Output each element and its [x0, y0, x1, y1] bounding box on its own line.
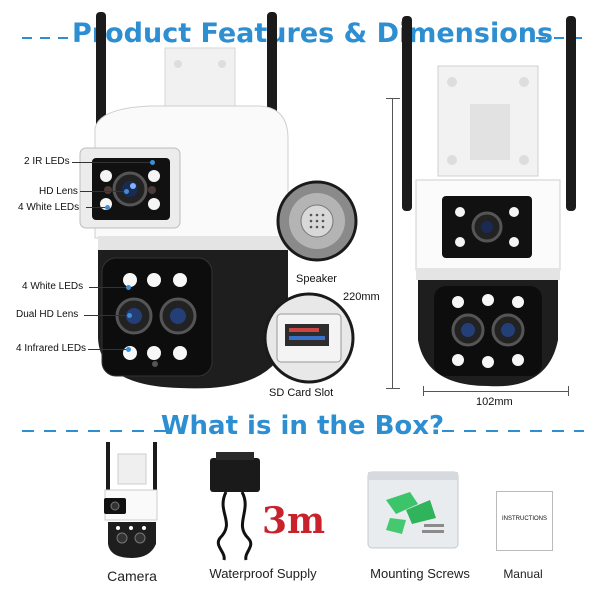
width-dimension-tick — [423, 386, 424, 396]
heading-dash — [530, 430, 542, 432]
heading-dash — [110, 430, 122, 432]
heading-dash — [58, 37, 68, 39]
width-dimension-label: 102mm — [476, 396, 513, 408]
lower-module — [434, 286, 542, 376]
callout-sd-card-slot: SD Card Slot — [269, 387, 334, 399]
callout-line — [80, 191, 125, 192]
features-heading: Product Features & Dimensions — [72, 18, 554, 49]
callout-2-ir-leds: 2 IR LEDs — [24, 156, 70, 167]
heading-dash — [22, 430, 34, 432]
antenna-left — [402, 16, 412, 211]
heading-dash — [88, 430, 100, 432]
manual-cover-text: INSTRUCTIONS — [502, 516, 547, 522]
callout-line — [88, 349, 128, 350]
callout-line — [84, 315, 128, 316]
width-dimension-tick — [568, 386, 569, 396]
box-item-supply-label: Waterproof Supply — [209, 566, 317, 581]
heading-dash — [40, 37, 50, 39]
cable-length-label: 3m — [262, 500, 326, 542]
box-item-screws-label: Mounting Screws — [370, 566, 470, 581]
box-item-manual-label: Manual — [503, 567, 543, 581]
callout-dot — [124, 189, 129, 194]
callout-dot — [126, 285, 131, 290]
callout-4-white-leds-top: 4 White LEDs — [18, 202, 80, 213]
callout-hd-lens: HD Lens — [39, 186, 78, 197]
heading-dash — [572, 37, 582, 39]
heading-dash — [66, 430, 78, 432]
callout-dual-hd-lens: Dual HD Lens — [16, 309, 79, 320]
callout-line — [89, 287, 127, 288]
sd-card-slot-detail — [263, 292, 355, 384]
callout-speaker: Speaker — [296, 273, 337, 285]
heading-dash — [486, 430, 498, 432]
heading-dash — [552, 430, 564, 432]
heading-dash — [132, 430, 144, 432]
callout-4-white-leds-bottom: 4 White LEDs — [22, 281, 84, 292]
heading-dash — [508, 430, 520, 432]
callout-dot — [150, 160, 155, 165]
height-dimension-tick — [386, 98, 400, 99]
camera-main-illustration — [79, 12, 289, 389]
callout-dot — [105, 205, 110, 210]
heading-dash — [22, 37, 32, 39]
callout-line — [72, 162, 152, 163]
width-dimension-line — [423, 391, 569, 392]
manual-booklet: INSTRUCTIONS — [496, 491, 553, 551]
heading-dash — [464, 430, 476, 432]
callout-line — [86, 207, 108, 208]
height-dimension-label: 220mm — [343, 291, 380, 303]
heading-dash — [554, 37, 564, 39]
speaker-detail — [276, 180, 358, 262]
camera-front-illustration — [402, 16, 576, 387]
sd-card-icon — [285, 324, 329, 346]
screws-bag-icon — [367, 471, 459, 549]
callout-dot — [126, 347, 131, 352]
antenna-right — [566, 16, 576, 211]
power-supply-icon — [210, 452, 260, 561]
box-item-camera-label: Camera — [107, 568, 157, 584]
heading-dash — [44, 430, 56, 432]
height-dimension-line — [392, 98, 393, 388]
height-dimension-tick — [386, 388, 400, 389]
heading-dash — [154, 430, 166, 432]
box-heading: What is in the Box? — [160, 411, 445, 441]
heading-dash — [574, 430, 584, 432]
callout-dot — [127, 313, 132, 318]
heading-dash — [442, 430, 454, 432]
callout-4-infrared-leds: 4 Infrared LEDs — [16, 343, 87, 354]
heading-dash — [536, 37, 546, 39]
camera-thumbnail — [104, 442, 158, 558]
